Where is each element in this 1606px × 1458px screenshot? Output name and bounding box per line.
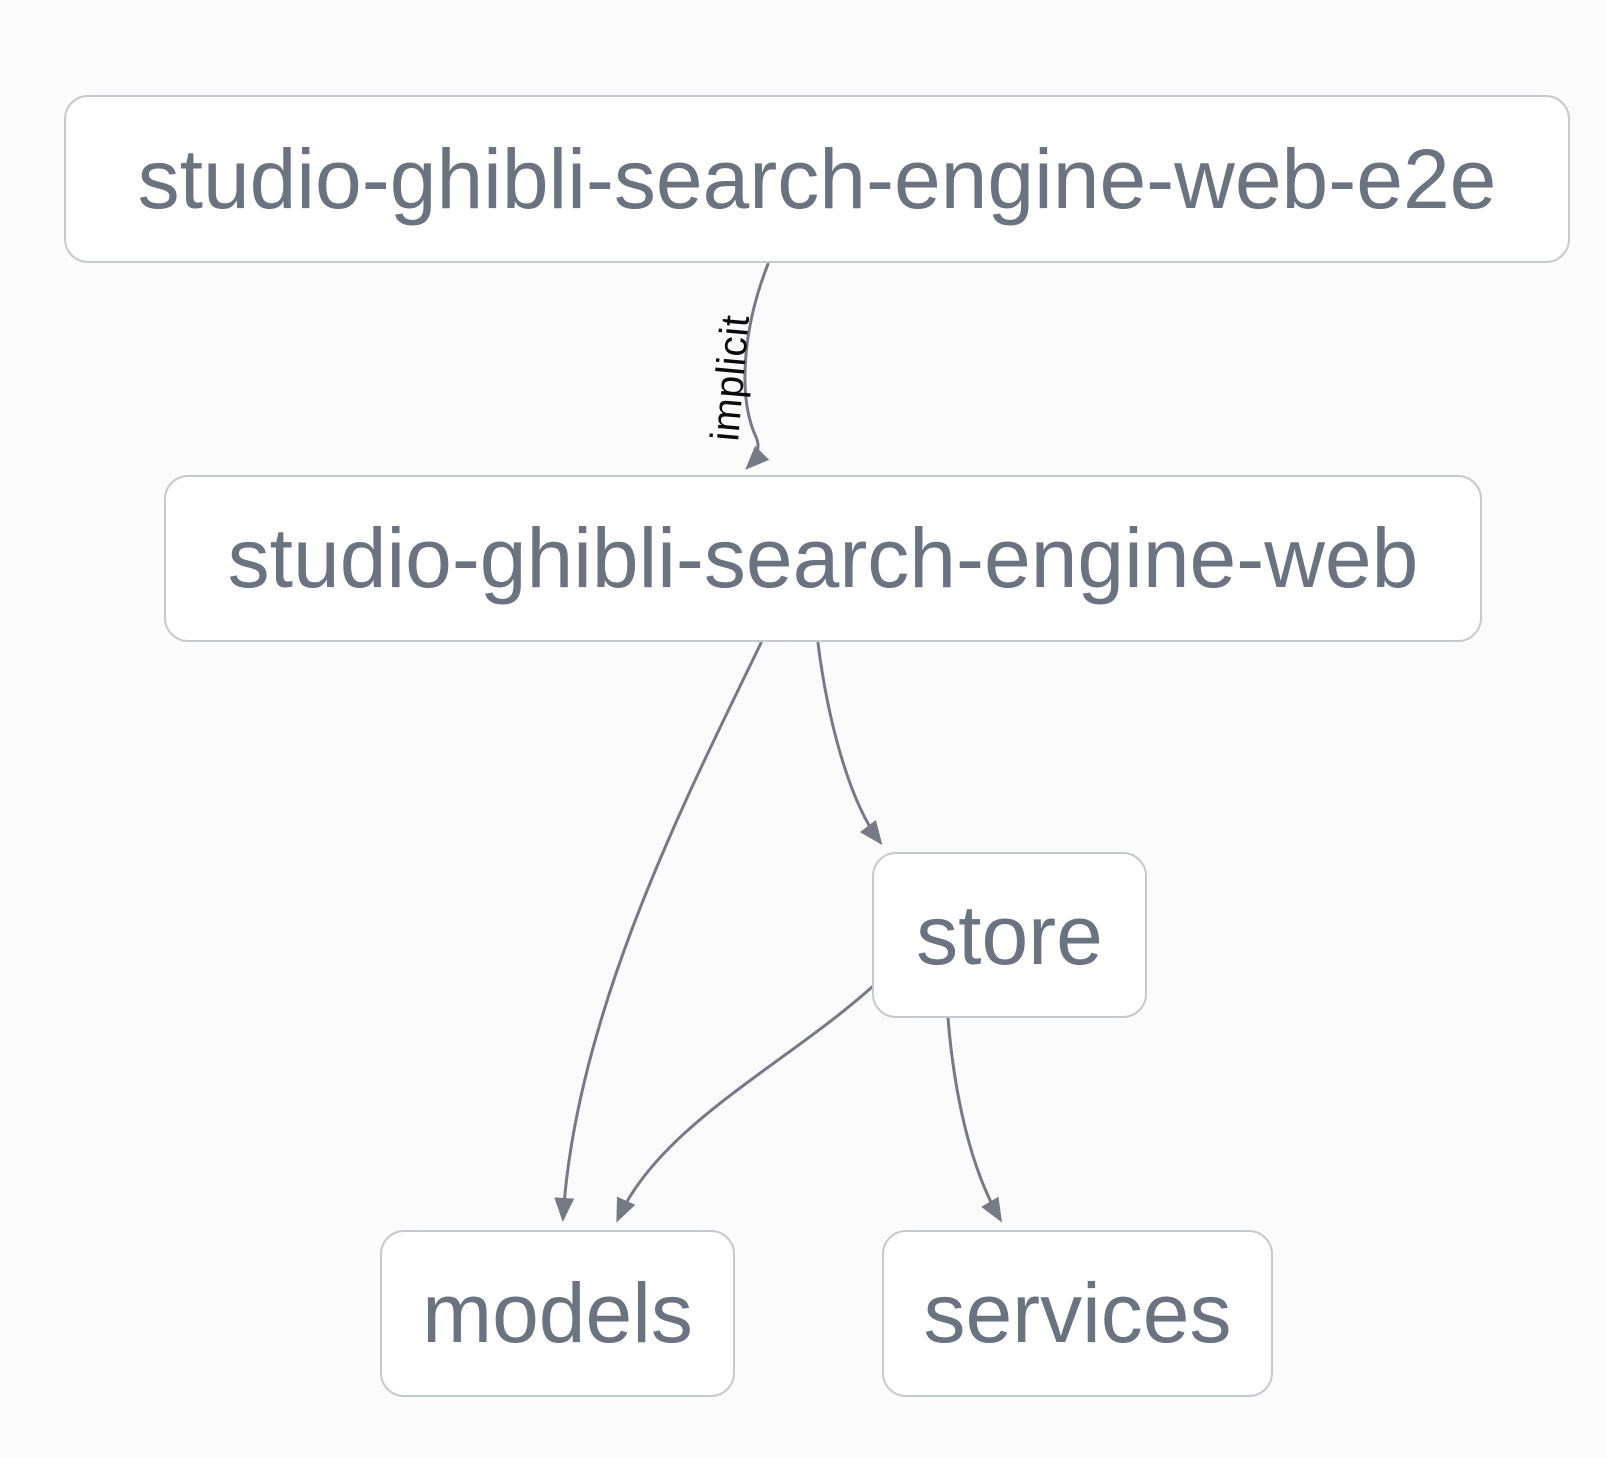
edge-web-to-models bbox=[554, 641, 763, 1222]
node-services[interactable]: services bbox=[882, 1230, 1273, 1397]
node-label: store bbox=[916, 887, 1103, 982]
edge-store-to-services bbox=[946, 1016, 1003, 1223]
edge-e2e-to-web bbox=[743, 262, 770, 470]
node-label: models bbox=[422, 1266, 693, 1360]
node-label: services bbox=[923, 1266, 1232, 1360]
edge-web-to-store bbox=[816, 641, 883, 846]
node-studio-ghibli-search-engine-web-e2e[interactable]: studio-ghibli-search-engine-web-e2e bbox=[64, 95, 1570, 263]
edge-store-to-models bbox=[616, 985, 874, 1223]
node-label: studio-ghibli-search-engine-web-e2e bbox=[137, 131, 1497, 226]
node-models[interactable]: models bbox=[380, 1230, 735, 1397]
node-label: studio-ghibli-search-engine-web bbox=[227, 511, 1419, 605]
node-store[interactable]: store bbox=[872, 852, 1147, 1018]
node-studio-ghibli-search-engine-web[interactable]: studio-ghibli-search-engine-web bbox=[164, 475, 1482, 642]
